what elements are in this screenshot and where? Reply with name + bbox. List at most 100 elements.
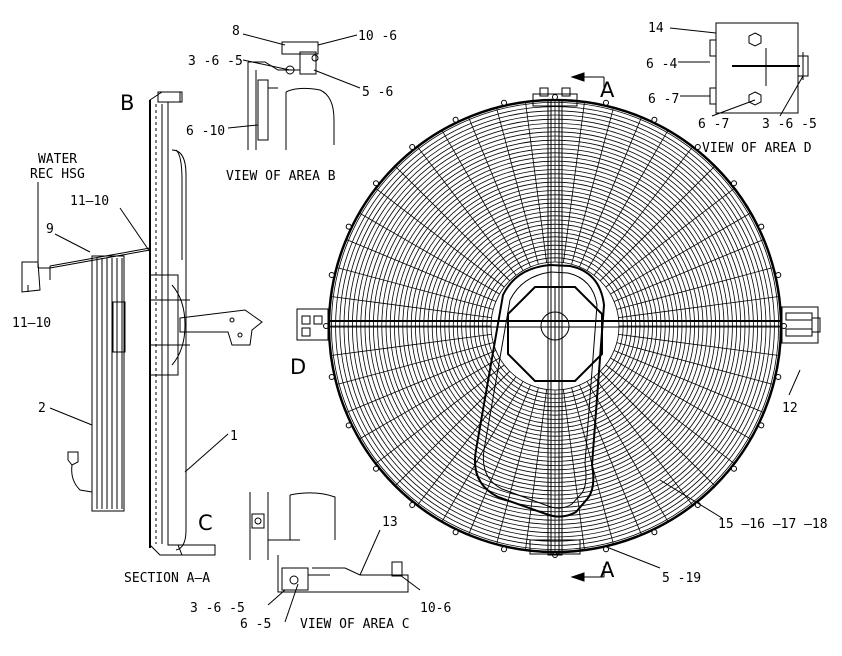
guard-spoke (605, 364, 735, 464)
callout-6-10: 6 -10 (186, 124, 225, 139)
guard-rim-tab (328, 272, 335, 278)
guard-spoke (563, 389, 585, 551)
guard-spoke (375, 364, 505, 464)
guard-spoke (468, 384, 531, 535)
callout-3-6-5-c: 3 -6 -5 (190, 601, 245, 616)
label-view-area-b: VIEW OF AREA B (226, 169, 336, 184)
label-water: WATER (38, 152, 77, 167)
fan-hub-outline (474, 263, 606, 518)
guard-spoke (618, 334, 780, 356)
guard-rim-tab (603, 99, 609, 106)
callout-6-7-bottom: 6 -7 (698, 117, 729, 132)
right-mount-bracket (781, 306, 819, 344)
callout-12: 12 (782, 401, 798, 416)
top-mount-bracket (532, 93, 578, 107)
guard-rim-tab (452, 116, 459, 123)
guard-spoke (468, 117, 531, 268)
letter-c: C (198, 511, 213, 535)
guard-spoke (579, 117, 642, 268)
guard-spoke (417, 146, 517, 276)
label-section-aa: SECTION A–A (124, 571, 210, 586)
guard-rim-tab (552, 94, 558, 100)
section-aa-view (21, 91, 263, 556)
guard-spoke (330, 296, 492, 318)
callout-13: 13 (382, 515, 398, 530)
guard-spoke (394, 371, 510, 487)
view-area-d (709, 22, 809, 114)
callout-1: 1 (230, 429, 238, 444)
fan-guard-front-view (296, 72, 821, 582)
guard-rim-tab (373, 180, 379, 187)
callout-9: 9 (46, 222, 54, 237)
guard-spoke (336, 267, 494, 310)
guard-rim-tab (501, 99, 507, 106)
callout-14: 14 (648, 21, 664, 36)
guard-spoke (571, 107, 614, 265)
guard-spoke (600, 371, 716, 487)
guard-spoke (563, 101, 585, 263)
callout-5-19: 5 -19 (662, 571, 701, 586)
letter-b: B (120, 91, 134, 115)
guard-rim-tab (345, 223, 352, 230)
guard-spoke (613, 350, 764, 413)
view-area-c (249, 492, 409, 593)
guard-spoke (359, 212, 500, 295)
label-rec-hsg: REC HSG (30, 167, 85, 182)
guard-spoke (605, 188, 735, 288)
guard-rim-tab (694, 144, 701, 150)
guard-spoke (613, 239, 764, 302)
guard-spoke (496, 387, 539, 545)
callout-15-16-17-18: 15 –16 –17 –18 (718, 517, 828, 532)
callout-6-7-left: 6 -7 (648, 92, 679, 107)
guard-rim-tab (345, 422, 352, 429)
callout-10-6-b: 10 -6 (358, 29, 397, 44)
callout-3-6-5-b: 3 -6 -5 (188, 54, 243, 69)
guard-spoke (616, 267, 774, 310)
guard-spoke (579, 384, 642, 535)
guard-spoke (525, 389, 547, 551)
guard-spoke (496, 107, 539, 265)
guard-spoke (359, 357, 500, 440)
guard-rim-tab (651, 116, 658, 123)
guard-rim-tab (758, 422, 765, 429)
guard-rim-tab (328, 374, 335, 380)
guard-spoke (441, 381, 524, 522)
callout-11-10-top: 11–10 (70, 194, 109, 209)
guard-spoke (441, 130, 524, 271)
guard-spoke (616, 342, 774, 385)
guard-rim-tab (501, 546, 507, 553)
guard-rim-tab (731, 465, 737, 472)
letter-a-bottom: A (600, 558, 615, 582)
label-view-area-d: VIEW OF AREA D (702, 141, 812, 156)
guard-rim-tab (775, 374, 782, 380)
guard-rim-tab (409, 502, 416, 508)
guard-spoke (330, 334, 492, 356)
guard-rim-tab (452, 529, 459, 536)
guard-spoke (417, 376, 517, 506)
drawing-labels: WATER REC HSG B C D A A SECTION A–A VIEW… (12, 21, 828, 632)
guard-spoke (600, 165, 716, 281)
letter-d: D (290, 355, 306, 379)
guard-spoke (593, 376, 693, 506)
guard-spoke (593, 146, 693, 276)
guard-spoke (586, 130, 669, 271)
callout-8: 8 (232, 24, 240, 39)
guard-spoke (610, 357, 751, 440)
guard-spoke (586, 381, 669, 522)
guard-spoke (618, 296, 780, 318)
guard-spoke (346, 239, 497, 302)
guard-spoke (610, 212, 751, 295)
guard-spoke (375, 188, 505, 288)
guard-spoke (336, 342, 494, 385)
guard-spoke (525, 101, 547, 263)
view-area-b (247, 41, 335, 150)
callout-11-10-left: 11–10 (12, 316, 51, 331)
callout-5-6: 5 -6 (362, 85, 393, 100)
callout-2: 2 (38, 401, 46, 416)
guard-rim-tab (758, 223, 765, 230)
letter-a-top: A (600, 78, 615, 102)
callout-10-6-c: 10-6 (420, 601, 451, 616)
guard-rim-tab (731, 180, 737, 187)
callout-3-6-5-d: 3 -6 -5 (762, 117, 817, 132)
